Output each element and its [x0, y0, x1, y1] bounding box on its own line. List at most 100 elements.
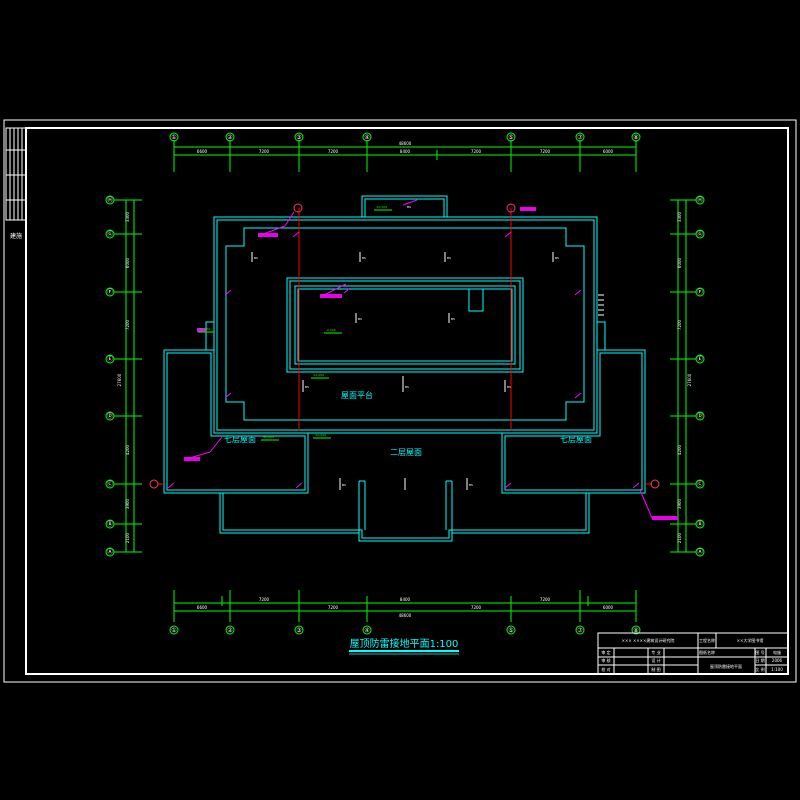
- axis-label: Ⓔ: [697, 355, 703, 363]
- title-block-meta-value: 电施: [773, 649, 781, 655]
- bottom-dim: 6000: [603, 605, 614, 610]
- drain-tag: BS: [362, 256, 366, 260]
- top-dim: 7200: [471, 149, 482, 154]
- bottom-overall-dim: 48600: [399, 613, 412, 618]
- top-dim: 6600: [197, 149, 208, 154]
- axis-label: ①: [171, 627, 176, 634]
- side-dim: 3900: [677, 498, 682, 509]
- drain-tag: BS: [305, 385, 309, 389]
- title-block-meta-value: 1:100: [771, 667, 783, 672]
- side-dim: 2100: [125, 532, 130, 543]
- side-dim: 6000: [677, 257, 682, 268]
- room-label-roof-platform: 屋面平台: [341, 390, 373, 400]
- axis-label: ⑤: [508, 134, 513, 141]
- title-block-project-value: ××大学图书馆: [737, 637, 764, 643]
- axis-label: Ⓓ: [107, 412, 113, 420]
- magenta-tag-boxes: [184, 207, 678, 520]
- room-label-right-wing-roof: 七层屋面: [560, 435, 592, 444]
- axis-label: ⑧: [633, 134, 638, 141]
- top-dim: 8400: [400, 149, 411, 154]
- bottom-dim: 6600: [197, 605, 208, 610]
- axis-label: Ⓗ: [107, 196, 113, 204]
- elevation-tag: -0.500: [326, 328, 336, 332]
- bottom-dim: 7200: [259, 597, 270, 602]
- axis-label: Ⓒ: [107, 480, 113, 488]
- axis-label: ④: [364, 627, 369, 634]
- sheet-border-inner: [25, 127, 789, 675]
- title-block-row-label: 制 图: [651, 666, 660, 672]
- room-label-second-floor-roof: 二层屋面: [390, 448, 422, 457]
- axis-label: Ⓑ: [107, 520, 113, 528]
- title-block-drawing-label: 图纸名称: [699, 649, 715, 655]
- axis-label: ⑧: [633, 627, 638, 634]
- elevation-tag: ±0.000: [313, 373, 324, 377]
- title-block: [597, 632, 789, 675]
- top-dim: 7200: [259, 149, 270, 154]
- grounding-points: [149, 203, 660, 489]
- axis-label: Ⓑ: [697, 520, 703, 528]
- side-dim: 4200: [125, 444, 130, 455]
- sheet-border-outer: [3, 119, 797, 683]
- side-overall-dim: 27600: [687, 373, 692, 386]
- bottom-dim: 7200: [540, 597, 551, 602]
- drawing-title: 屋顶防雷接地平面1:100: [350, 637, 459, 650]
- top-overall-dim: 48600: [399, 141, 412, 146]
- drain-tag: BS: [405, 385, 409, 389]
- axis-label: ④: [364, 134, 369, 141]
- drain-tag: BS: [507, 385, 511, 389]
- top-axis-bubbles: [169, 132, 641, 142]
- axis-label: Ⓐ: [697, 548, 703, 556]
- side-overall-dim: 27600: [117, 373, 122, 386]
- axis-label: ②: [227, 134, 233, 141]
- title-block-project-label: 工程名称: [699, 637, 715, 643]
- drain-tag: BS: [469, 483, 473, 487]
- bottom-dimension-chain: [173, 590, 637, 622]
- axis-label: ⑦: [577, 134, 583, 141]
- elevation-tag: ±0.000: [376, 205, 387, 209]
- elevation-tag: ±0.000: [199, 327, 210, 331]
- axis-label: Ⓒ: [697, 480, 703, 488]
- drain-tag: BS: [555, 256, 559, 260]
- title-block-row-label: 设 计: [651, 657, 660, 663]
- side-dim: 3300: [125, 211, 130, 222]
- side-dim: 6000: [125, 257, 130, 268]
- axis-label: Ⓖ: [697, 230, 703, 238]
- room-label-left-wing-roof: 七层屋面: [224, 435, 256, 444]
- side-dim: 2100: [677, 532, 682, 543]
- title-block-row-label: 专 业: [651, 649, 660, 655]
- axis-label: Ⓖ: [107, 230, 113, 238]
- side-dim: 3900: [125, 498, 130, 509]
- title-block-meta-value: 2006: [772, 658, 783, 663]
- axis-label: ⑤: [508, 627, 513, 634]
- title-block-meta-label: 日 期: [755, 657, 764, 663]
- axis-label: ②: [227, 627, 233, 634]
- side-strip-text: 建施: [10, 232, 22, 240]
- axis-label: ①: [171, 134, 176, 141]
- drain-tag: BS: [342, 483, 346, 487]
- top-dim: 7200: [328, 149, 339, 154]
- left-dimension-chain: [114, 199, 142, 553]
- axis-label: Ⓐ: [107, 548, 113, 556]
- title-block-meta-label: 图 号: [755, 649, 764, 655]
- elevation-tags: [198, 209, 392, 441]
- axis-label: Ⓕ: [697, 288, 703, 296]
- title-block-meta-label: 比 例: [755, 666, 764, 672]
- axis-label: ③: [296, 627, 301, 634]
- elevation-tag: ±0.000: [263, 435, 274, 439]
- bottom-dim: 8400: [400, 597, 411, 602]
- side-dim: 7200: [677, 319, 682, 330]
- side-dim: 4200: [677, 444, 682, 455]
- top-dim: 6000: [603, 149, 614, 154]
- axis-label: ⑦: [577, 627, 583, 634]
- title-block-company: ××× ××××建筑设计研究院: [622, 637, 675, 643]
- left-binding-strip: [5, 127, 27, 221]
- bottom-dim: 7200: [471, 605, 482, 610]
- top-dimension-chain: [173, 140, 637, 172]
- drain-tag: BS: [447, 256, 451, 260]
- title-block-row-label: 审 核: [601, 657, 610, 663]
- axis-label: Ⓓ: [697, 412, 703, 420]
- title-block-drawing-value: 屋顶防雷接地平面: [710, 663, 742, 669]
- right-dimension-chain: [670, 199, 696, 553]
- elevation-tag: ±0.000: [315, 433, 326, 437]
